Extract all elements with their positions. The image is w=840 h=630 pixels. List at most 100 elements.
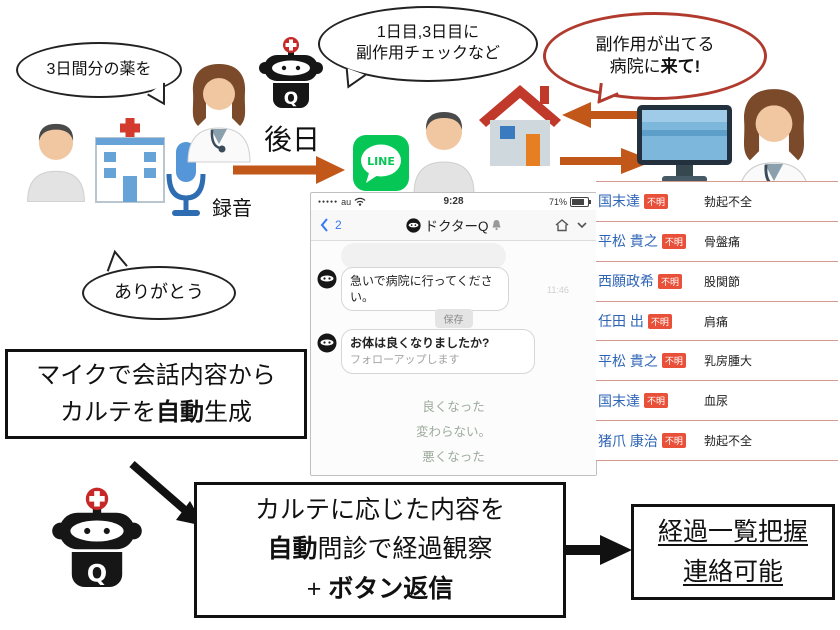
robot-avatar-icon: [317, 333, 337, 353]
come-line2-emph: 来て!: [660, 57, 701, 76]
doctor-icon: [187, 64, 251, 163]
speech-bubble-meds: 3日間分の薬を: [16, 42, 182, 98]
speech-bubble-meds-text: 3日間分の薬を: [46, 60, 152, 78]
patient-name-link[interactable]: 任田 出: [598, 313, 644, 329]
speech-bubble-come-tail: [597, 82, 619, 105]
karte-box-line2: 自動問診で経過観察: [267, 530, 492, 570]
followup-subtext: フォローアップします: [350, 354, 460, 367]
chat-message-urgent: 急いで病院に行ってください。: [341, 267, 509, 312]
karte-box-line3-pre: +: [306, 574, 322, 603]
home-icon[interactable]: [554, 218, 570, 233]
patient-name-link[interactable]: 平松 貴之: [598, 352, 658, 369]
overview-box-line2: 連絡可能: [682, 558, 783, 586]
speech-bubble-check-line1: 1日目,3日目に: [376, 24, 480, 42]
come-line2-pre: 病院に: [609, 57, 661, 76]
speech-bubble-check-line2: 副作用チェックなど: [355, 45, 500, 62]
signal-icon: ●●●●●: [318, 198, 339, 205]
back-count[interactable]: 2: [335, 218, 342, 232]
mic-box-line2-pre: カルテを: [60, 399, 156, 426]
karte-box-line3-emph: ボタン返信: [328, 574, 454, 603]
karte-box-line3: + ボタン返信: [307, 570, 454, 610]
mic-box-line2-post: 生成: [204, 399, 252, 426]
table-row[interactable]: 平松 貴之 不明 乳房腫大: [596, 341, 838, 382]
status-badge: 不明: [658, 273, 683, 289]
speech-bubble-thanks: ありがとう: [82, 266, 236, 320]
patient-name-link[interactable]: 国末達: [598, 193, 640, 210]
table-row[interactable]: 西願政希 不明 股関節: [596, 262, 838, 302]
nav-back[interactable]: 2: [319, 217, 342, 233]
speech-bubble-come-line1: 副作用が出てる: [595, 34, 715, 54]
patient-condition: 勃起不全: [704, 434, 753, 449]
karte-box-line2-post: 問診で経過観察: [317, 535, 493, 564]
reply-button-better[interactable]: 良くなった: [422, 400, 485, 414]
status-badge: 不明: [661, 353, 686, 369]
patient-condition: 勃起不全: [704, 194, 753, 209]
status-badge: 不明: [661, 433, 686, 449]
patient-home-icon: [413, 112, 475, 195]
patient-name-link[interactable]: 国末達: [598, 392, 640, 409]
arrow-doctor-to-line: [233, 156, 345, 184]
karte-note-box: カルテに応じた内容を 自動問診で経過観察 + ボタン返信: [194, 482, 566, 618]
battery-percent: 71%: [548, 196, 567, 207]
chevron-down-icon[interactable]: [576, 221, 588, 229]
patient-name-link[interactable]: 平松 貴之: [598, 233, 658, 250]
wifi-icon: [354, 197, 366, 206]
patient-icon: [27, 123, 85, 203]
mic-box-line1: マイクで会話内容から: [36, 361, 276, 389]
patient-condition: 乳房腫大: [704, 354, 753, 369]
robot-q-icon-large: Q: [52, 487, 142, 587]
back-chevron-icon[interactable]: [319, 217, 329, 233]
speech-bubble-check-tail: [345, 68, 367, 89]
chat-message-urgent-text: 急いで病院に行ってください。: [350, 274, 493, 305]
status-badge: 不明: [644, 393, 669, 409]
table-row[interactable]: 猪爪 康治 不明 勃起不全: [596, 421, 838, 462]
robot-q-icon: Q: [259, 37, 323, 109]
table-row[interactable]: 国末達 不明 勃起不全: [596, 182, 838, 222]
patient-name-link[interactable]: 西願政希: [598, 273, 654, 290]
table-row[interactable]: 国末達 不明 血尿: [596, 381, 838, 422]
chat-title-text: ドクターQ: [424, 219, 489, 234]
robot-avatar-icon: [317, 269, 337, 289]
bell-icon: [492, 219, 501, 230]
reply-button-same[interactable]: 変わらない。: [415, 425, 491, 439]
speech-bubble-thanks-text: ありがとう: [114, 282, 204, 303]
hospital-icon: [95, 118, 165, 203]
patient-table: 国末達 不明 勃起不全 平松 貴之 不明 骨盤痛 西願政希 不明 股関節 任田 …: [596, 181, 838, 462]
save-tag-button[interactable]: 保存: [434, 309, 473, 328]
patient-condition: 骨盤痛: [704, 234, 741, 249]
chat-area: 急いで病院に行ってください。 11:46 保存 お体は良くなりましたか? フォロ…: [311, 241, 596, 475]
later-label: 後日: [264, 124, 321, 155]
patient-name-link[interactable]: 猪爪 康治: [598, 432, 658, 449]
table-row[interactable]: 平松 貴之 不明 骨盤痛: [596, 222, 838, 262]
carrier-label: au: [341, 196, 352, 207]
mic-note-box: マイクで会話内容から カルテを自動生成: [5, 349, 307, 439]
chat-message-followup: お体は良くなりましたか? フォローアップします: [341, 329, 535, 375]
patient-name-cell: 任田 出 不明: [596, 311, 704, 331]
status-right: 71%: [548, 196, 591, 207]
followup-question: お体は良くなりましたか?: [350, 336, 490, 350]
chat-title: ドクターQ: [405, 215, 502, 235]
speech-bubble-check: 1日目,3日目に 副作用チェックなど: [318, 6, 538, 82]
reply-button-worse[interactable]: 悪くなった: [422, 450, 485, 464]
patient-condition: 股関節: [704, 274, 741, 289]
mic-box-line2-emph: 自動: [156, 399, 204, 426]
nav-right: [554, 218, 588, 233]
patient-name-cell: 猪爪 康治 不明: [596, 431, 704, 451]
status-badge: 不明: [644, 193, 669, 209]
phone-screenshot: ●●●●● au 9:28 71% 2: [310, 192, 597, 476]
robot-avatar-icon: [405, 217, 421, 233]
arrow-karte-to-overview: [556, 535, 632, 565]
patient-name-cell: 平松 貴之 不明: [596, 351, 704, 371]
mic-box-line2: カルテを自動生成: [60, 394, 252, 431]
monitor-icon: [637, 105, 732, 183]
table-row[interactable]: 任田 出 不明 肩痛: [596, 302, 838, 342]
recording-label: 録音: [212, 198, 252, 220]
status-badge: 不明: [661, 233, 686, 249]
battery-icon: [570, 196, 591, 207]
line-app-icon: LINE: [353, 135, 409, 191]
status-left: ●●●●● au: [318, 197, 366, 207]
overview-note-box: 経過一覧把握 連絡可能: [631, 504, 835, 600]
speech-bubble-thanks-tail: [106, 249, 128, 272]
patient-condition: 肩痛: [704, 314, 729, 329]
